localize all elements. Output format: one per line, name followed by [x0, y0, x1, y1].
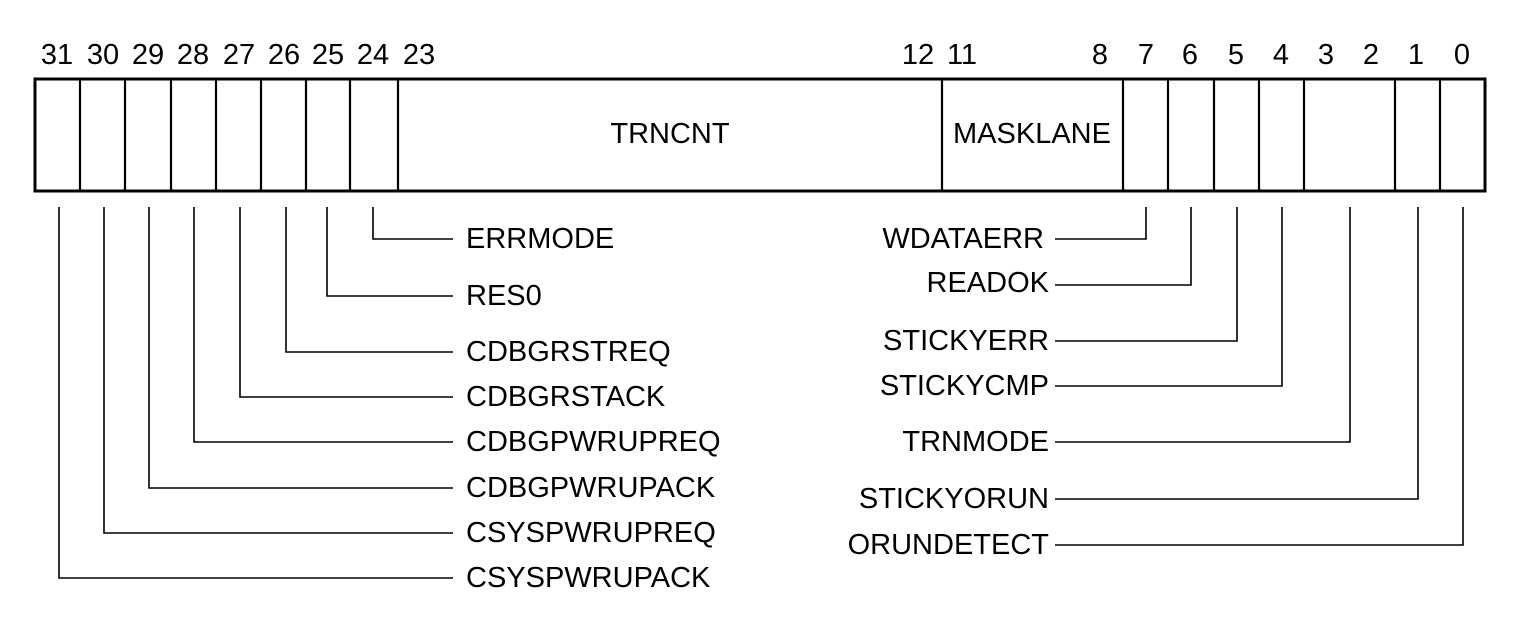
bit-number: 30 — [87, 39, 119, 71]
field-label-csyspwrupreq: CSYSPWRUPREQ — [466, 517, 716, 549]
bit-number: 26 — [268, 39, 300, 71]
leader-line — [285, 207, 453, 353]
right-leaders — [1055, 207, 1464, 546]
left-labels: ERRMODE RES0 CDBGRSTREQ CDBGRSTACK CDBGP… — [466, 223, 721, 594]
leader-line — [103, 207, 453, 534]
leader-line — [1055, 207, 1283, 387]
bit-number: 29 — [132, 39, 164, 71]
bit-number: 23 — [403, 39, 435, 71]
field-label-cdbgpwrupreq: CDBGPWRUPREQ — [466, 426, 721, 458]
field-trncnt: TRNCNT — [610, 118, 729, 150]
field-label-stickyerr: STICKYERR — [883, 325, 1049, 357]
field-label-stickycmp: STICKYCMP — [880, 370, 1049, 402]
register-box — [33, 77, 1487, 193]
field-label-cdbgpwrupack: CDBGPWRUPACK — [466, 472, 716, 504]
leader-line — [58, 207, 453, 579]
leader-line — [1055, 207, 1419, 500]
leader-line — [239, 207, 453, 398]
bit-dividers — [78, 79, 1442, 191]
field-label-orundetect: ORUNDETECT — [848, 529, 1050, 561]
field-label-cdbgrstack: CDBGRSTACK — [466, 381, 666, 413]
field-label-trnmode: TRNMODE — [902, 426, 1049, 458]
bit-number: 25 — [312, 39, 344, 71]
leader-line — [372, 207, 453, 240]
leader-line — [1055, 207, 1464, 546]
leader-line — [193, 207, 453, 443]
leader-line — [1055, 207, 1238, 342]
leader-line — [1055, 207, 1192, 286]
leader-line — [1055, 207, 1351, 443]
left-leaders — [58, 207, 453, 579]
bit-number: 31 — [41, 39, 73, 71]
bit-number: 0 — [1454, 39, 1470, 71]
field-label-res0: RES0 — [466, 280, 542, 312]
field-label-readok: READOK — [927, 267, 1050, 299]
bit-number-row: 31 30 29 28 27 26 25 24 23 12 11 8 7 6 5… — [41, 39, 1470, 71]
bit-number: 3 — [1318, 39, 1334, 71]
bit-number: 12 — [902, 39, 934, 71]
bit-number: 7 — [1138, 39, 1154, 71]
bit-number: 27 — [223, 39, 255, 71]
bit-number: 24 — [357, 39, 389, 71]
field-label-wdataerr: WDATAERR — [882, 223, 1044, 255]
bit-number: 28 — [177, 39, 209, 71]
bit-number: 5 — [1228, 39, 1244, 71]
bit-number: 8 — [1092, 39, 1108, 71]
field-label-cdbgrstreq: CDBGRSTREQ — [466, 336, 671, 368]
field-label-errmode: ERRMODE — [466, 223, 614, 255]
bit-number: 1 — [1408, 39, 1424, 71]
field-label-csyspwrupack: CSYSPWRUPACK — [466, 562, 711, 594]
field-label-stickyorun: STICKYORUN — [859, 483, 1049, 515]
right-labels: WDATAERR READOK STICKYERR STICKYCMP TRNM… — [848, 223, 1050, 561]
leader-line — [326, 207, 453, 297]
leader-line — [148, 207, 453, 489]
bit-number: 2 — [1363, 39, 1379, 71]
bit-number: 4 — [1273, 39, 1289, 71]
leader-line — [1055, 207, 1147, 240]
bit-number: 11 — [947, 39, 977, 71]
bit-number: 6 — [1182, 39, 1198, 71]
field-masklane: MASKLANE — [953, 118, 1111, 150]
